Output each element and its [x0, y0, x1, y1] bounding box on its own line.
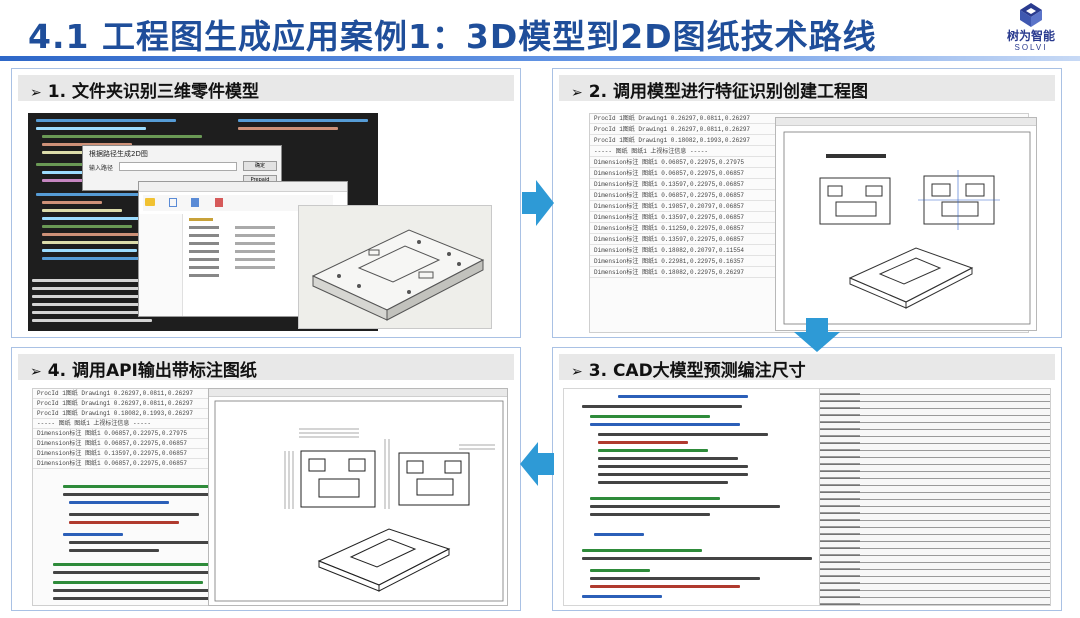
- step-panel-1: ➢ 1. 文件夹识别三维零件模型 根据路径生成2D图 输入路径: [11, 68, 521, 338]
- logo-text-en: SOLVI: [1014, 43, 1048, 52]
- page-title: 4.1 工程图生成应用案例1：3D模型到2D图纸技术路线: [28, 17, 877, 56]
- panel-header: ➢ 4. 调用API输出带标注图纸: [18, 354, 514, 381]
- bullet-arrow-icon: ➢: [30, 85, 42, 101]
- confirm-button[interactable]: 确定: [243, 161, 277, 171]
- bullet-arrow-icon: ➢: [571, 85, 583, 101]
- sheet-row: ----- 图纸 图纸1 上视标注信息 -----: [33, 419, 251, 429]
- panel-title: ➢ 3. CAD大模型预测编注尺寸: [571, 356, 806, 381]
- arrow-right-icon: [522, 180, 554, 226]
- panel-header: ➢ 3. CAD大模型预测编注尺寸: [559, 354, 1055, 381]
- panel-title: ➢ 1. 文件夹识别三维零件模型: [30, 77, 259, 102]
- folder-icon: [145, 198, 155, 206]
- panel-title: ➢ 2. 调用模型进行特征识别创建工程图: [571, 77, 868, 102]
- sheet-row: ProcId 1图纸 Drawing1 0.18082,0.1993,0.262…: [33, 409, 251, 419]
- 3d-plate-model: [311, 229, 485, 321]
- logo-text-cn: 树为智能: [1006, 29, 1055, 43]
- step-panel-2: ➢2. 调用模型进行特征识别创建工程图 ProcId 1图纸 Drawing1 …: [552, 68, 1062, 338]
- arrow-left-icon: [520, 442, 554, 486]
- arrow-down-icon: [794, 318, 840, 352]
- panel-header: ➢ 1. 文件夹识别三维零件模型: [18, 75, 514, 102]
- cad-drawing-window: [775, 117, 1037, 331]
- paste-icon: [191, 198, 199, 207]
- sheet-row: ProcId 1图纸 Drawing1 0.26297,0.0811,0.262…: [33, 389, 251, 399]
- panel-title: ➢ 4. 调用API输出带标注图纸: [30, 356, 257, 381]
- bullet-arrow-icon: ➢: [571, 364, 583, 380]
- company-logo: 树为智能 SOLVI: [998, 2, 1064, 54]
- step-panel-4: ➢ 4. 调用API输出带标注图纸 ProcId 1图纸 Drawing1 0.2…: [11, 347, 521, 611]
- path-input[interactable]: [119, 162, 237, 171]
- copy-icon: [169, 198, 177, 207]
- title-underline: [0, 56, 1080, 61]
- annotated-engineering-drawing: [214, 400, 504, 602]
- code-editor-light: [563, 388, 833, 606]
- delete-icon: [215, 198, 223, 207]
- logo-icon: [1020, 3, 1042, 27]
- panel-title-text: 3. CAD大模型预测编注尺寸: [588, 361, 806, 381]
- dialog-title: 根据路径生成2D图: [89, 150, 148, 158]
- dialog-label: 输入路径: [89, 165, 114, 172]
- 3d-model-render: [298, 205, 492, 329]
- dimension-output-sheet: [819, 388, 1051, 606]
- bullet-arrow-icon: ➢: [30, 364, 42, 380]
- step-panel-3: ➢ 3. CAD大模型预测编注尺寸: [552, 347, 1062, 611]
- panel-title-text: 4. 调用API输出带标注图纸: [47, 361, 257, 381]
- engineering-drawing: [783, 131, 1031, 325]
- panel-title-text: 2. 调用模型进行特征识别创建工程图: [588, 82, 868, 102]
- panel-title-text: 1. 文件夹识别三维零件模型: [47, 82, 259, 102]
- sheet-row: ProcId 1图纸 Drawing1 0.26297,0.0811,0.262…: [33, 399, 251, 409]
- panel-header: ➢ 2. 调用模型进行特征识别创建工程图: [559, 75, 1055, 102]
- sheet-row: Dimension标注 图纸1 0.06857,0.22975,0.06857: [33, 439, 251, 449]
- sheet-row: Dimension标注 图纸1 0.13597,0.22975,0.06857: [33, 449, 251, 459]
- sheet-row: Dimension标注 图纸1 0.06857,0.22975,0.06857: [33, 459, 251, 469]
- annotated-drawing-window: [208, 388, 508, 606]
- sheet-row: Dimension标注 图纸1 0.06857,0.22975,0.27975: [33, 429, 251, 439]
